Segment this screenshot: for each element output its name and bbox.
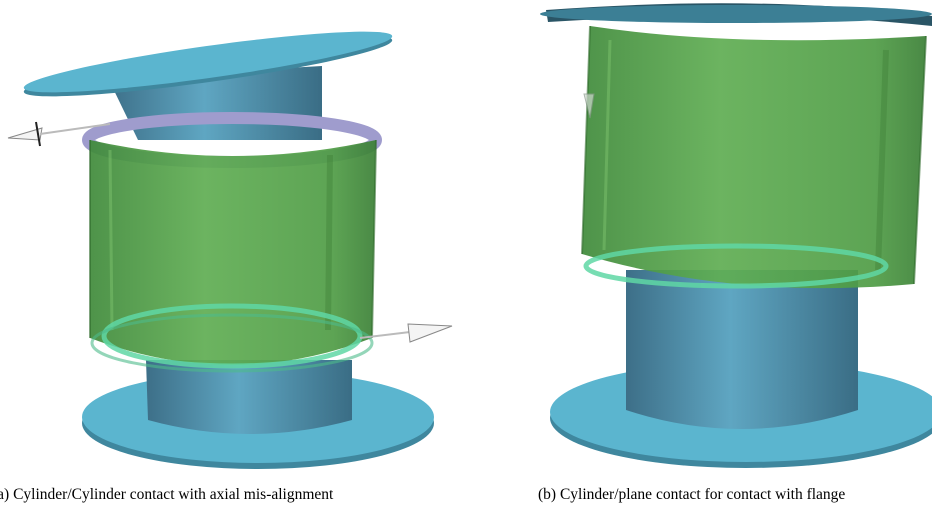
axis-arrow-right (359, 323, 453, 343)
shaft (626, 270, 858, 429)
figure-b-illustration (540, 3, 932, 468)
top-flange (540, 3, 932, 27)
axis-arrow-up (583, 93, 595, 119)
figure-b-caption: (b) Cylinder/plane contact for contact w… (538, 486, 846, 503)
contact-ring (583, 243, 889, 289)
contact-ring (90, 303, 374, 373)
axis-arrow-left (7, 121, 111, 147)
sleeve (89, 139, 377, 365)
figure-b: (b) Cylinder/plane contact for contact w… (466, 0, 932, 521)
sleeve (581, 25, 927, 289)
figure-a-illustration (7, 31, 453, 469)
figure-a-caption: (a) Cylinder/Cylinder contact with axial… (0, 486, 334, 503)
figure-a: (a) Cylinder/Cylinder contact with axial… (0, 31, 453, 503)
top-flange (23, 31, 393, 97)
